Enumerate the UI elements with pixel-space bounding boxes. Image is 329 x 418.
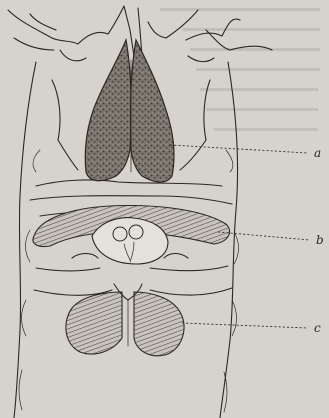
- label-c: c: [314, 321, 321, 335]
- label-a: a: [314, 146, 321, 160]
- label-b: b: [316, 233, 324, 247]
